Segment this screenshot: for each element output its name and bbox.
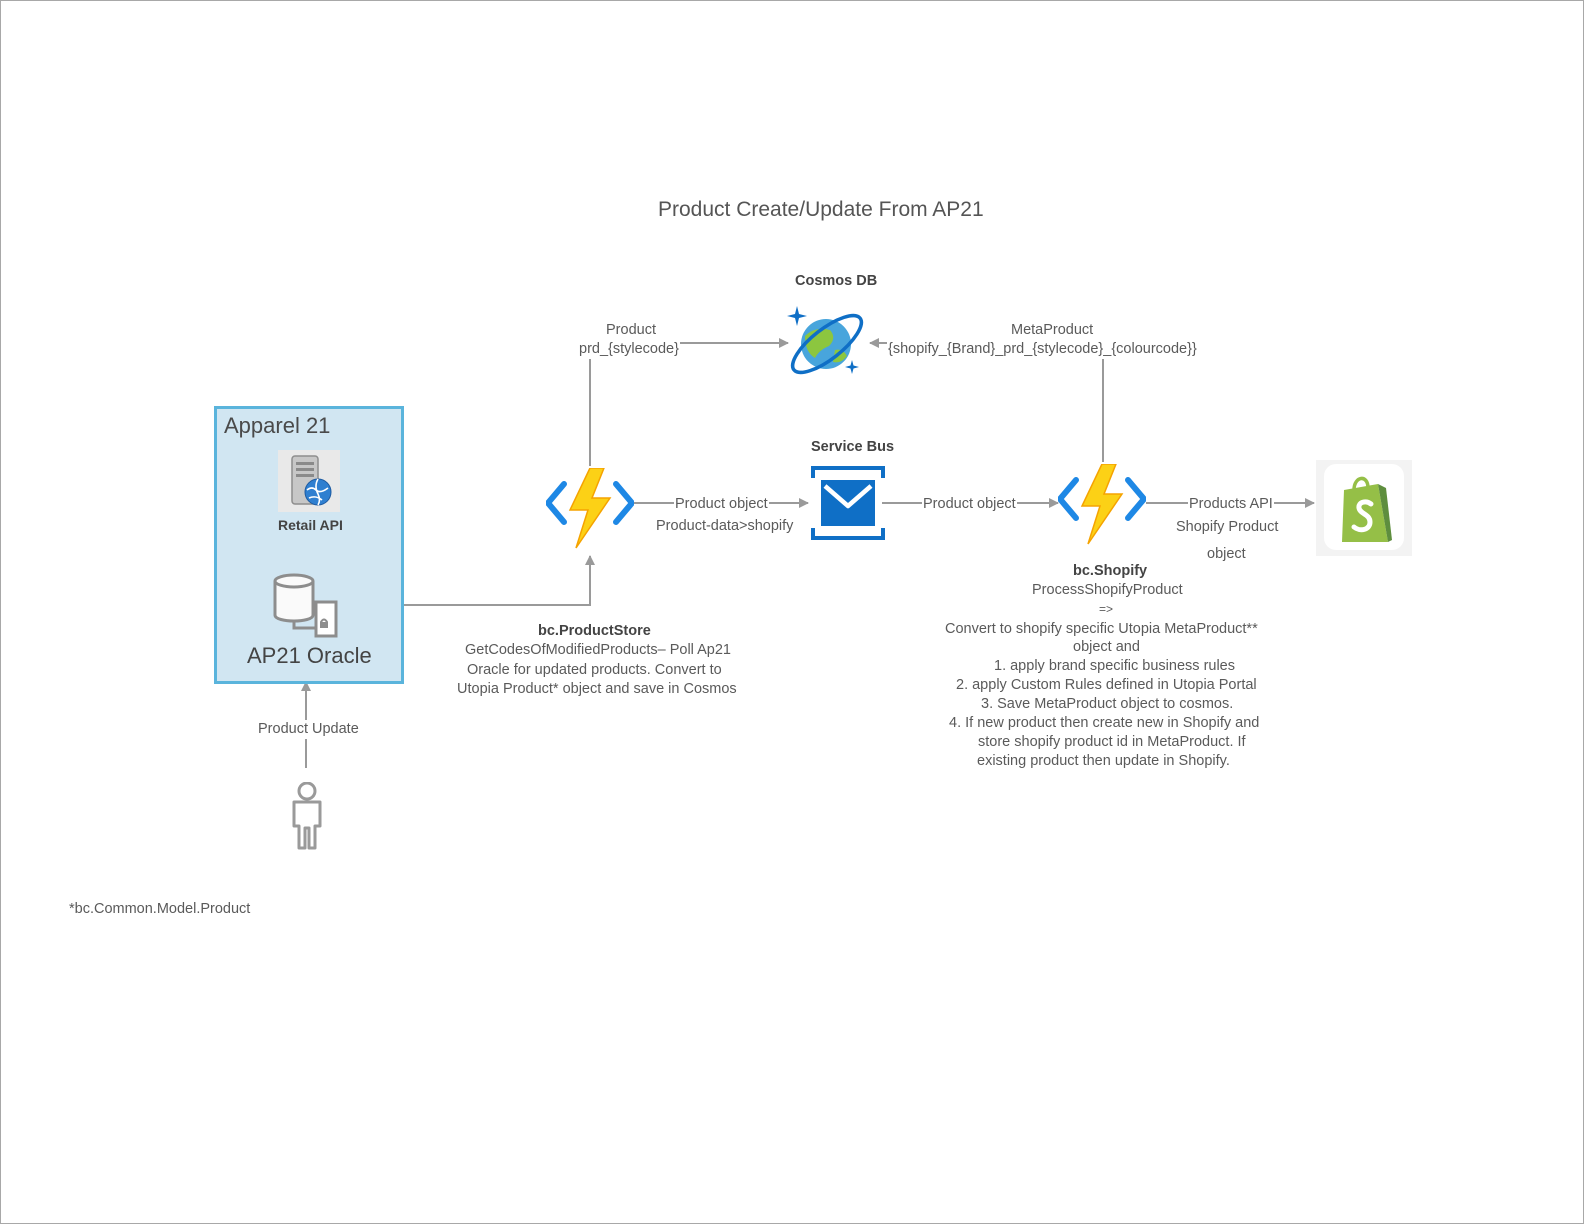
edge-label-bus-productobject: Product object (922, 495, 1017, 514)
edge-label-productobject-line2: Product-data>shopify (656, 518, 794, 534)
database-icon (273, 573, 338, 638)
shopify-func-line10: existing product then update in Shopify. (977, 753, 1230, 769)
apparel21-title: Apparel 21 (224, 413, 331, 438)
shopify-func-line7: 3. Save MetaProduct object to cosmos. (981, 696, 1234, 712)
edge-productstore-to-cosmos (589, 338, 789, 466)
shopify-func-line6: 2. apply Custom Rules defined in Utopia … (956, 677, 1257, 693)
edge-label-product-update: Product Update (257, 720, 360, 739)
azure-function-icon (1058, 464, 1146, 545)
edge-label-productobject-line1: Product object (674, 495, 769, 514)
edge-label-metaproduct-line2: {shopify_{Brand}_prd_{stylecode}_{colour… (887, 340, 1198, 359)
diagram-title: Product Create/Update From AP21 (658, 198, 984, 221)
edge-oracle-to-productstore (336, 555, 595, 606)
shopify-func-line5: 1. apply brand specific business rules (994, 658, 1235, 674)
productstore-desc-line2: Oracle for updated products. Convert to (467, 662, 722, 678)
edge-label-product-line1: Product (605, 321, 657, 340)
cosmos-db-label: Cosmos DB (795, 273, 878, 289)
footnote: *bc.Common.Model.Product (69, 901, 251, 917)
server-globe-icon (278, 450, 340, 512)
cosmos-db-icon (787, 306, 864, 375)
edge-label-productsapi-line2: Shopify Product (1176, 519, 1279, 535)
shopify-func-line9: store shopify product id in MetaProduct.… (978, 734, 1246, 750)
shopify-func-name: bc.Shopify (1073, 563, 1148, 579)
productstore-desc-line1: GetCodesOfModifiedProducts– Poll Ap21 (465, 642, 731, 658)
ap21-oracle-label: AP21 Oracle (247, 643, 372, 668)
edge-shopifyfunc-to-cosmos (869, 338, 1104, 462)
productstore-desc-line3: Utopia Product* object and save in Cosmo… (457, 681, 737, 697)
edge-label-productsapi-line3: object (1207, 546, 1246, 562)
azure-function-icon (546, 468, 634, 549)
edge-label-metaproduct-line1: MetaProduct (1011, 322, 1094, 338)
service-bus-icon (811, 466, 885, 540)
shopify-func-line3: Convert to shopify specific Utopia MetaP… (945, 621, 1258, 637)
service-bus-label: Service Bus (811, 439, 895, 455)
productstore-name: bc.ProductStore (538, 623, 651, 639)
shopify-func-line8: 4. If new product then create new in Sho… (949, 715, 1260, 731)
shopify-func-line1: ProcessShopifyProduct (1032, 582, 1183, 598)
edge-label-product-line2: prd_{stylecode} (578, 340, 680, 359)
shopify-bag-icon (1316, 460, 1412, 556)
shopify-func-line4: object and (1073, 639, 1140, 655)
user-icon (292, 782, 322, 850)
edge-label-productsapi-line1: Products API (1188, 495, 1274, 514)
retail-api-label: Retail API (278, 517, 343, 533)
shopify-func-line2: => (1099, 602, 1114, 616)
